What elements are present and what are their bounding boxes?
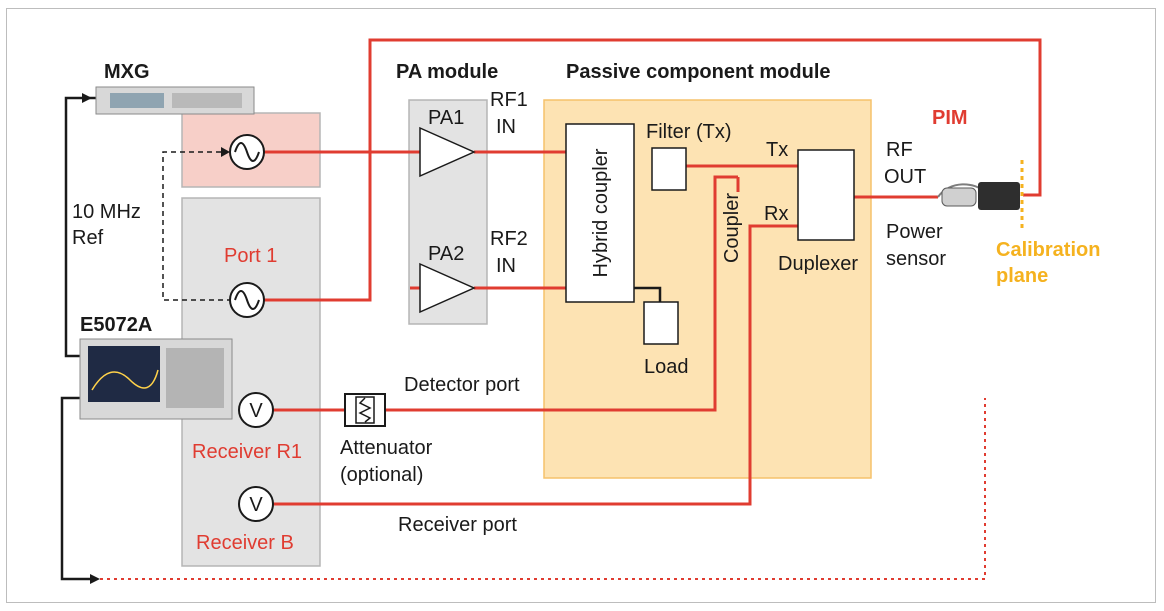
rf1-label-line1: RF1 [490,89,528,111]
receiver-b-label: Receiver B [196,532,294,554]
power-sensor-icon [937,182,1020,210]
pa2-amplifier-icon [419,262,476,314]
port1-sine-source-icon [229,282,265,318]
mxg-sine-source-icon [229,134,265,170]
svg-text:V: V [249,494,263,516]
mxg-label: MXG [104,61,150,83]
signal-lines [264,38,1042,506]
hybrid-coupler-label: Hybrid coupler [590,148,612,277]
power-sensor-label-line2: sensor [886,248,946,270]
power-sensor-label-line1: Power [886,221,943,243]
receiver-r1-voltmeter-icon: V [238,392,274,428]
pa2-label: PA2 [428,243,464,265]
rx-label: Rx [764,203,788,225]
tx-label: Tx [766,139,788,161]
receiver-b-voltmeter-icon: V [238,486,274,522]
pa-module-label: PA module [396,61,498,83]
ref-dashed-arrow [221,147,230,157]
receiver-port-label: Receiver port [398,514,517,536]
attenuator-label-line1: Attenuator [340,437,433,459]
ref-dashed-line [162,151,232,301]
hybrid-coupler-box [565,123,635,303]
rf-out-label-line1: RF [886,139,913,161]
e5072a-instrument-icon [79,338,233,420]
receiver-r1-label: Receiver R1 [192,441,302,463]
load-label: Load [644,356,689,378]
rf2-label-line1: RF2 [490,228,528,250]
e5072a-label: E5072A [80,314,152,336]
ref-label-line1: 10 MHz [72,201,141,223]
ref-label-line2: Ref [72,227,104,249]
pa1-label: PA1 [428,107,464,129]
rf2-label-line2: IN [496,255,516,277]
calibration-plane-label-line2: plane [996,265,1048,287]
pa1-amplifier-icon [419,126,476,178]
attenuator-icon [344,393,386,427]
coupler-label: Coupler [721,193,743,263]
detector-port-label: Detector port [404,374,520,396]
load-connection-line [634,286,662,302]
svg-text:V: V [249,400,263,422]
port1-label: Port 1 [224,245,277,267]
pim-label: PIM [932,107,968,129]
rf-out-label-line2: OUT [884,166,926,188]
mxg-instrument-icon [95,86,255,115]
filter-tx-label: Filter (Tx) [646,121,732,143]
return-dotted-line [100,398,986,580]
load-box [643,301,679,345]
duplexer-box [797,149,855,241]
calibration-plane-label-line1: Calibration [996,239,1100,261]
attenuator-label-line2: (optional) [340,464,423,486]
reference-lines [60,93,100,584]
rf1-label-line2: IN [496,116,516,138]
passive-module-label: Passive component module [566,61,831,83]
filter-tx-box [651,147,687,191]
duplexer-label: Duplexer [778,253,858,275]
